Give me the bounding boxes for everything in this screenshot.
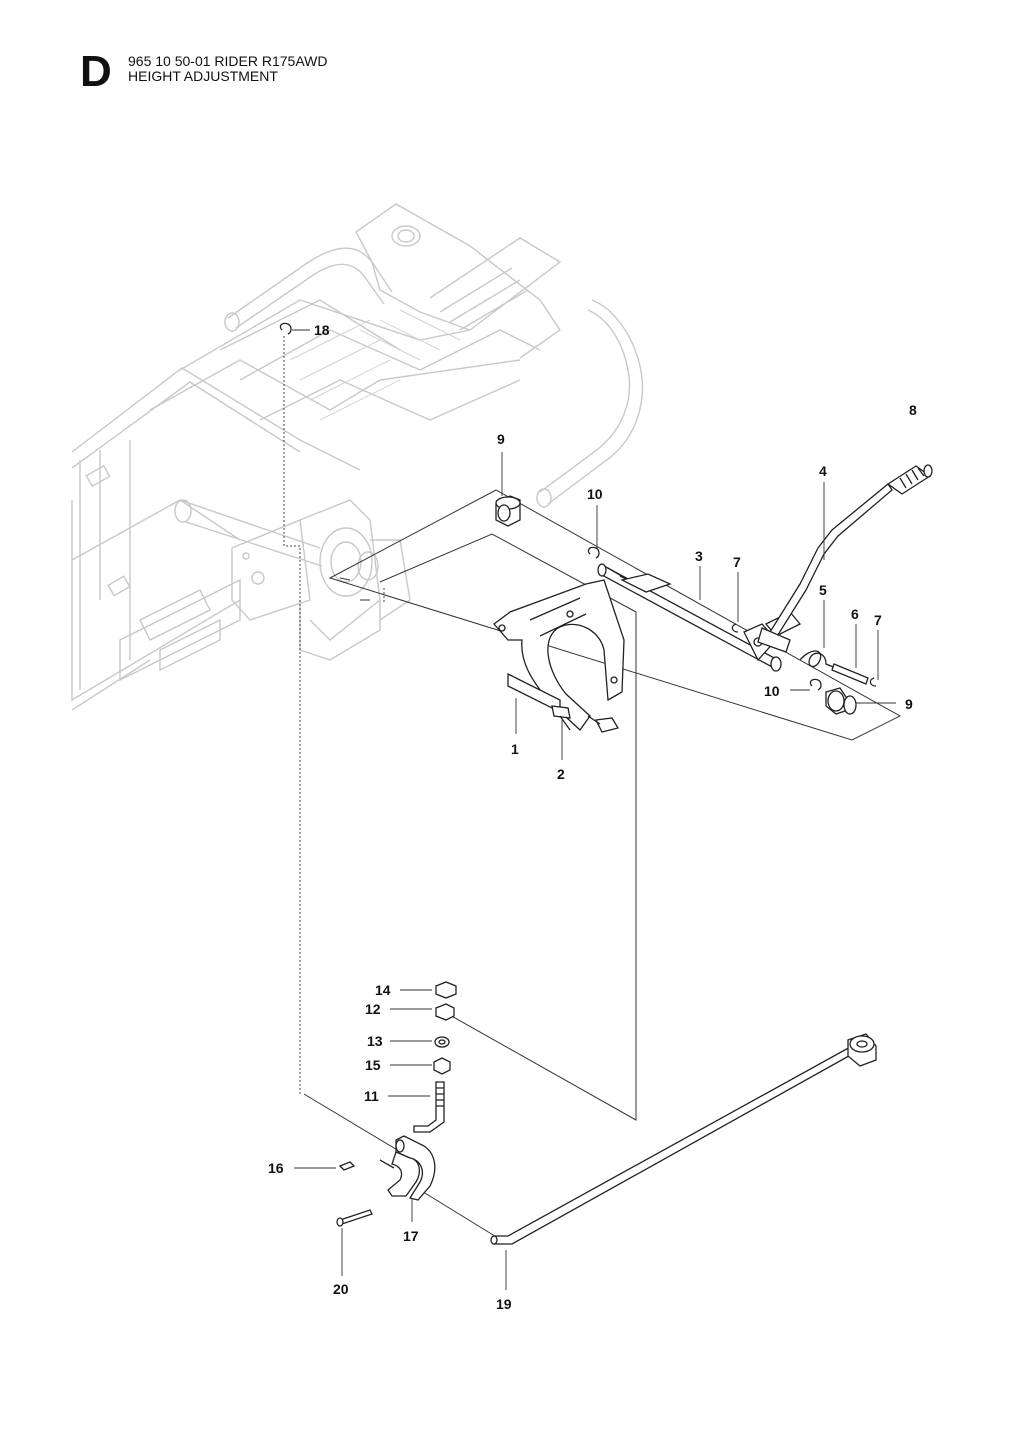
hidden-path-dots [283,336,385,1094]
part-18-clip [279,322,292,335]
part-10-washers [587,546,822,691]
part-1-height-plate [493,579,625,731]
callout-numbers: 18 9 10 8 4 3 7 5 6 7 10 9 1 2 14 12 13 … [268,322,917,1312]
callout-7-left: 7 [733,554,741,570]
part-14-nut [435,981,457,999]
callout-18: 18 [314,322,330,338]
callout-6: 6 [851,606,859,622]
callout-20: 20 [333,1281,349,1297]
callout-1: 1 [511,741,519,757]
callout-13: 13 [367,1033,383,1049]
part-3-lift-shaft [597,563,802,672]
callout-17: 17 [403,1228,419,1244]
assembly-lines [303,489,902,1239]
callout-10-bottom: 10 [764,683,780,699]
part-15-nut [433,1057,451,1075]
part-4-lift-lever [757,483,893,653]
callout-5: 5 [819,582,827,598]
callout-12: 12 [365,1001,381,1017]
part-12-bolt [435,1003,455,1021]
part-11-threaded-rod [413,1081,445,1133]
callout-10-top: 10 [587,486,603,502]
callout-16: 16 [268,1160,284,1176]
callout-9-bottom: 9 [905,696,913,712]
section-letter: D [80,47,112,96]
part-7-clips [731,623,877,687]
part-6-pin [831,663,869,685]
callout-7-right: 7 [874,612,882,628]
part-5-spring [799,650,837,669]
model-line: 965 10 50-01 RIDER R175AWD [128,53,328,69]
callout-2: 2 [557,766,565,782]
part-9-bushings [495,495,857,715]
callout-9-top: 9 [497,431,505,447]
callout-4: 4 [819,463,827,479]
callout-19: 19 [496,1296,512,1312]
part-13-washer [434,1036,450,1048]
part-19-link-rod [490,1033,877,1245]
callout-3: 3 [695,548,703,564]
title-block: 965 10 50-01 RIDER R175AWD HEIGHT ADJUST… [128,54,327,84]
callout-15: 15 [365,1057,381,1073]
callout-14: 14 [375,982,391,998]
callout-11: 11 [364,1088,379,1104]
callout-8: 8 [909,402,917,418]
part-8-handle-grip [886,464,933,495]
part-2-bolts [551,705,620,733]
section-title: HEIGHT ADJUSTMENT [128,68,278,84]
chassis-background [71,203,644,711]
part-17-bracket [379,1135,436,1201]
part-16-pin [338,1161,356,1171]
part-20-clevis-pin [336,1209,373,1227]
leader-lines [292,329,896,1290]
